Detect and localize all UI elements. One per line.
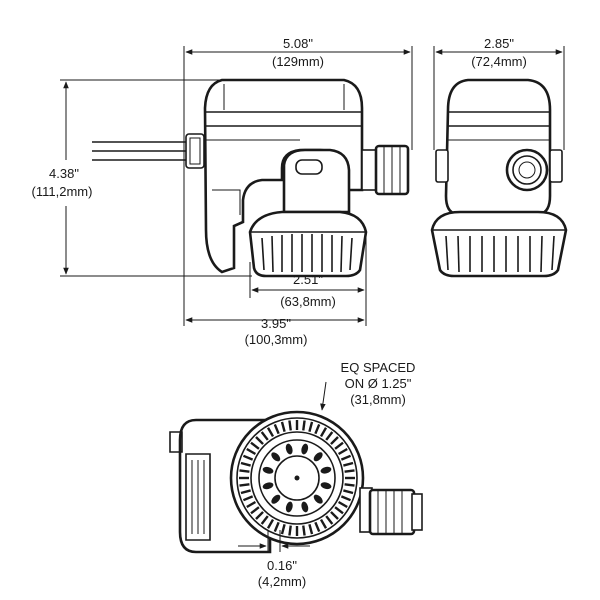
- rim-slot: [250, 441, 260, 450]
- inner-slot: [320, 466, 332, 474]
- rim-slot: [314, 521, 321, 533]
- rim-slot: [330, 436, 339, 445]
- rim-slot: [242, 495, 254, 502]
- rim-slot: [340, 495, 352, 502]
- end-view-housing: [444, 78, 552, 216]
- rim-slot: [340, 454, 352, 461]
- rim-slot: [330, 511, 339, 520]
- rim-slot: [260, 431, 269, 441]
- bottom-view: [169, 410, 423, 554]
- hole-diameter-inch-label: 0.16": [267, 558, 297, 573]
- rim-slot: [273, 521, 280, 533]
- base-width-inch-label: 3.95": [261, 316, 291, 331]
- width-inch-label: 5.08": [283, 36, 313, 51]
- rim-slot: [319, 427, 328, 438]
- rim-slot: [344, 483, 355, 487]
- rim-slot: [325, 431, 334, 441]
- height-mm-label: (111,2mm): [32, 184, 93, 199]
- rim-slot: [319, 518, 328, 529]
- inner-slot: [320, 482, 332, 490]
- hole-spacing-line2-label: ON Ø 1.25": [345, 376, 412, 391]
- hole-diameter-mm-label: (4,2mm): [258, 574, 306, 589]
- side-view: [92, 78, 410, 278]
- rim-slot: [239, 483, 250, 487]
- inner-slot: [285, 501, 293, 513]
- rim-slot: [334, 506, 344, 515]
- outlet-port: [361, 144, 410, 196]
- inlet-offset-inch-label: 2.51": [293, 272, 323, 287]
- rim-slot: [260, 515, 269, 525]
- end-view-strainer-slots: [445, 235, 555, 273]
- rim-slot: [337, 500, 348, 509]
- rim-slot: [242, 454, 254, 461]
- rim-slot: [334, 441, 344, 450]
- rim-slot: [255, 511, 264, 520]
- rim-slot: [288, 525, 292, 536]
- rim-slot: [250, 506, 260, 515]
- rim-slot: [240, 489, 251, 495]
- width-mm-label: (129mm): [272, 54, 324, 69]
- inner-slot: [313, 452, 323, 462]
- strainer-rim-slots: [239, 420, 355, 536]
- rim-slot: [308, 421, 314, 432]
- hole-spacing-line1-label: EQ SPACED: [341, 360, 416, 375]
- inner-slot: [271, 494, 281, 504]
- rim-slot: [280, 421, 286, 432]
- rim-slot: [246, 500, 257, 509]
- inlet-offset-mm-label: (63,8mm): [280, 294, 336, 309]
- strainer-slots: [261, 234, 353, 273]
- rim-slot: [288, 420, 292, 431]
- inner-slot: [313, 494, 323, 504]
- strainer-base: [248, 210, 368, 278]
- inner-slot: [285, 443, 293, 455]
- rim-slot: [302, 525, 306, 536]
- hole-spacing-mm-label: (31,8mm): [350, 392, 406, 407]
- rim-slot: [325, 515, 334, 525]
- depth-mm-label: (72,4mm): [471, 54, 527, 69]
- end-view: [430, 78, 568, 278]
- rim-slot: [302, 420, 306, 431]
- strainer-inner-slots: [262, 443, 332, 513]
- rim-slot: [314, 423, 321, 435]
- inner-slot: [301, 501, 309, 513]
- inner-slot: [262, 482, 274, 490]
- rim-slot: [246, 447, 257, 456]
- inner-slot: [271, 452, 281, 462]
- rim-slot: [239, 469, 250, 473]
- rim-slot: [343, 489, 354, 495]
- rim-slot: [240, 461, 251, 467]
- center-hole: [294, 475, 300, 481]
- rim-slot: [266, 518, 275, 529]
- rim-slot: [343, 461, 354, 467]
- rim-slot: [280, 524, 286, 535]
- base-width-mm-label: (100,3mm): [245, 332, 308, 347]
- rim-slot: [344, 469, 355, 473]
- rim-slot: [308, 524, 314, 535]
- inner-slot: [301, 443, 309, 455]
- rim-slot: [337, 447, 348, 456]
- height-inch-label: 4.38": [49, 166, 79, 181]
- handle: [282, 148, 351, 214]
- depth-inch-label: 2.85": [484, 36, 514, 51]
- inner-slot: [262, 466, 274, 474]
- dimension-labels: 5.08" (129mm) 2.85" (72,4mm) 4.38" (111,…: [32, 36, 527, 589]
- dimension-lines: [60, 46, 565, 552]
- bottom-outlet-port: [359, 487, 423, 536]
- end-view-strainer: [430, 210, 568, 278]
- rim-slot: [266, 427, 275, 438]
- rim-slot: [273, 423, 280, 435]
- wire-leads: [92, 133, 205, 169]
- rim-slot: [255, 436, 264, 445]
